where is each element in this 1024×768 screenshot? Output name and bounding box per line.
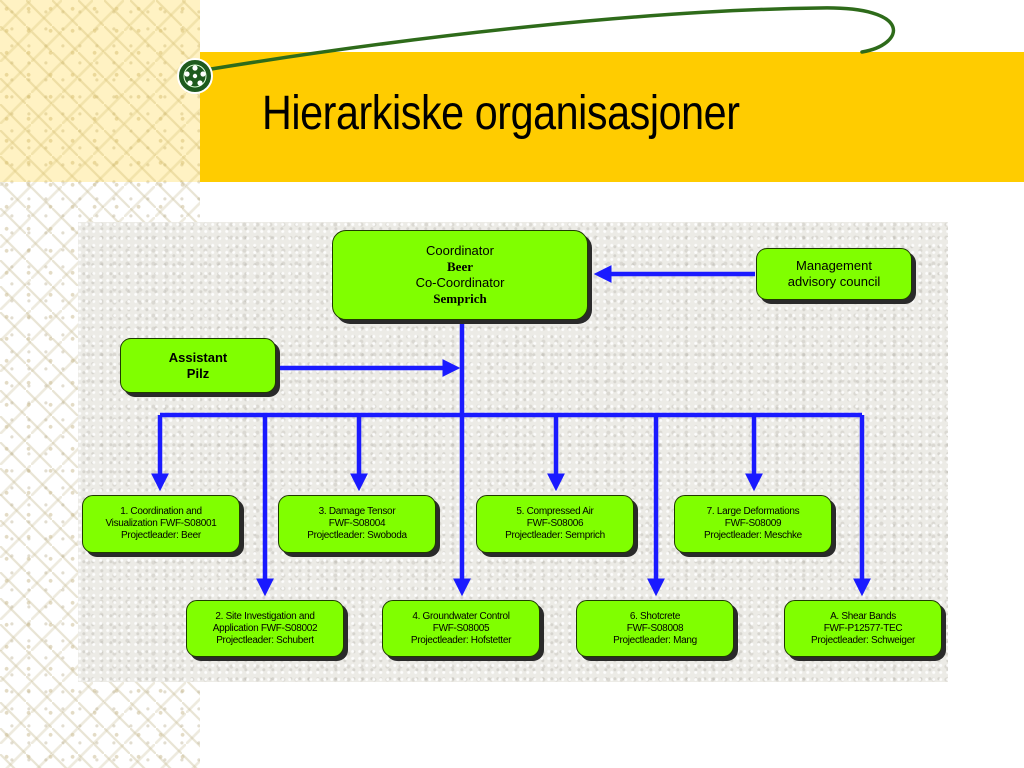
project-4-name: 4. Groundwater Control xyxy=(412,610,510,622)
project-8-name: A. Shear Bands xyxy=(830,610,896,622)
co-coordinator-title: Co-Coordinator xyxy=(415,275,505,290)
project-8-leader: Projectleader: Schweiger xyxy=(811,634,915,646)
project-7-leader: Projectleader: Meschke xyxy=(704,530,802,541)
assistant-name: Pilz xyxy=(186,365,210,381)
project-node-1: 1. Coordination and Visualization FWF-S0… xyxy=(82,495,240,553)
project-8-code: FWF-P12577-TEC xyxy=(823,622,903,634)
project-1-leader: Projectleader: Beer xyxy=(121,530,201,541)
assistant-title: Assistant xyxy=(168,349,228,365)
org-chart-panel: Coordinator Beer Co-Coordinator Semprich… xyxy=(78,222,948,682)
page-title: Hierarkiske organisasjoner xyxy=(262,87,740,140)
project-7-name: 7. Large Deformations xyxy=(706,506,800,517)
project-3-code: FWF-S08004 xyxy=(328,518,386,529)
project-2-code: Application FWF-S08002 xyxy=(212,622,318,634)
project-node-2: 2. Site Investigation and Application FW… xyxy=(186,600,344,657)
project-5-name: 5. Compressed Air xyxy=(516,506,594,517)
co-coordinator-name: Semprich xyxy=(433,291,487,306)
project-6-name: 6. Shotcrete xyxy=(629,610,681,622)
coordinator-node: Coordinator Beer Co-Coordinator Semprich xyxy=(332,230,588,320)
management-node: Management advisory council xyxy=(756,248,912,300)
project-1-code: Visualization FWF-S08001 xyxy=(105,518,217,529)
project-4-code: FWF-S08005 xyxy=(432,622,490,634)
coordinator-name: Beer xyxy=(447,259,473,274)
project-2-name: 2. Site Investigation and xyxy=(215,610,315,622)
management-line-1: Management xyxy=(796,258,872,273)
project-node-4: 4. Groundwater Control FWF-S08005 Projec… xyxy=(382,600,540,657)
project-3-name: 3. Damage Tensor xyxy=(318,506,396,517)
management-line-2: advisory council xyxy=(787,274,881,289)
project-5-leader: Projectleader: Semprich xyxy=(505,530,605,541)
project-5-code: FWF-S08006 xyxy=(526,518,584,529)
project-node-8: A. Shear Bands FWF-P12577-TEC Projectlea… xyxy=(784,600,942,657)
project-4-leader: Projectleader: Hofstetter xyxy=(410,634,512,646)
title-band xyxy=(200,52,1024,182)
project-1-name: 1. Coordination and xyxy=(120,506,202,517)
project-6-code: FWF-S08008 xyxy=(626,622,684,634)
project-2-leader: Projectleader: Schubert xyxy=(216,634,314,646)
project-node-5: 5. Compressed Air FWF-S08006 Projectlead… xyxy=(476,495,634,553)
project-node-3: 3. Damage Tensor FWF-S08004 Projectleade… xyxy=(278,495,436,553)
project-7-code: FWF-S08009 xyxy=(724,518,782,529)
project-6-leader: Projectleader: Mang xyxy=(613,634,697,646)
org-chart-connectors xyxy=(151,265,871,597)
coordinator-title: Coordinator xyxy=(426,243,494,258)
assistant-node: Assistant Pilz xyxy=(120,338,276,393)
project-node-7: 7. Large Deformations FWF-S08009 Project… xyxy=(674,495,832,553)
left-strip-tint xyxy=(0,0,200,182)
project-node-6: 6. Shotcrete FWF-S08008 Projectleader: M… xyxy=(576,600,734,657)
project-3-leader: Projectleader: Swoboda xyxy=(307,530,407,541)
